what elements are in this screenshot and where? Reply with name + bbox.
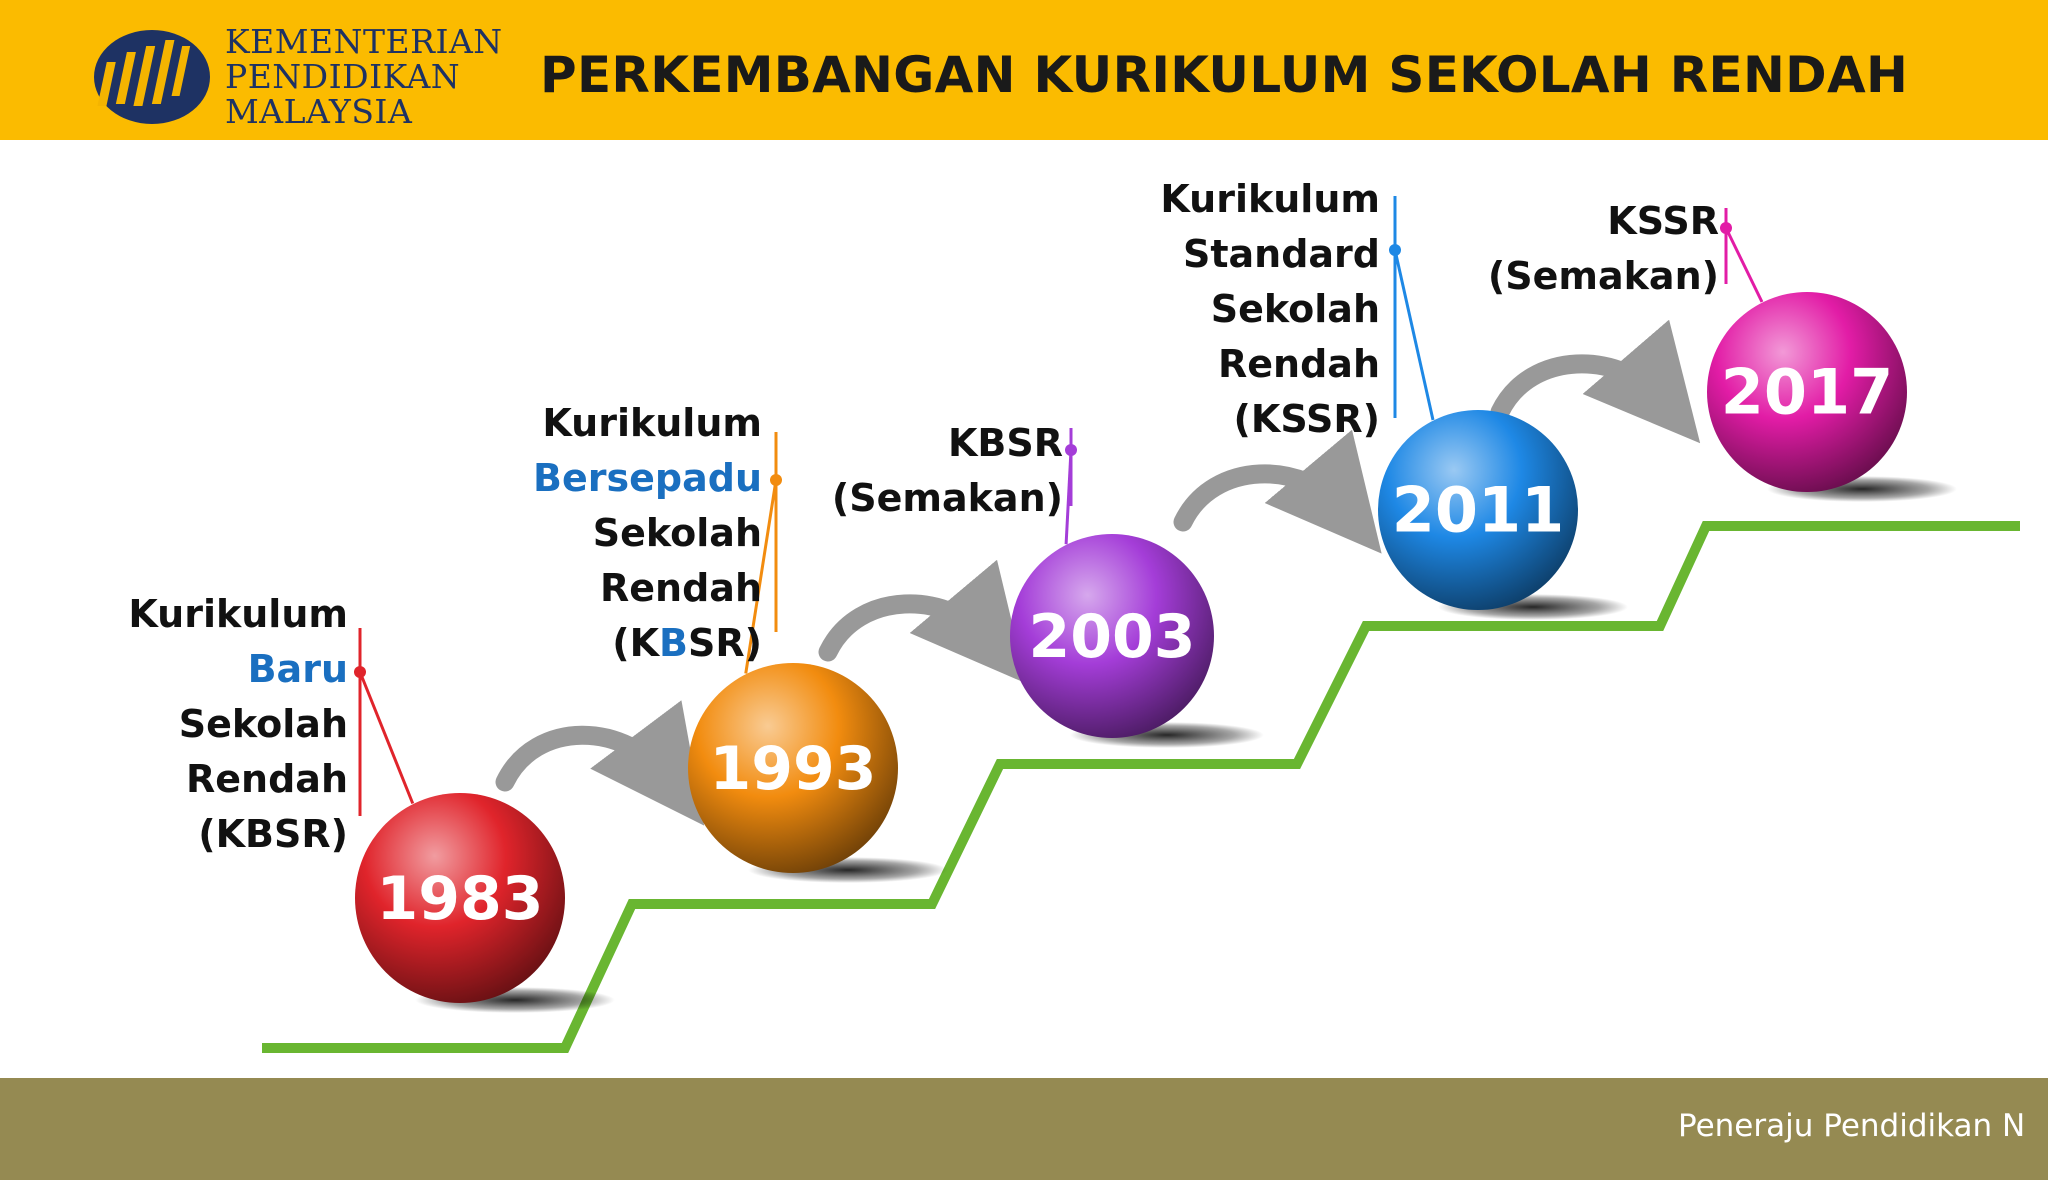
label-2011-line-3: Sekolah bbox=[1210, 287, 1380, 331]
logo-line-1: KEMENTERIAN bbox=[225, 22, 503, 61]
label-2011-line-1: Kurikulum bbox=[1160, 177, 1380, 221]
label-1993-abbr-close: SR) bbox=[688, 621, 762, 665]
label-2003: KBSR (Semakan) bbox=[832, 416, 1063, 526]
label-2017: KSSR (Semakan) bbox=[1488, 194, 1719, 304]
sphere-2017 bbox=[1707, 292, 1907, 492]
connector-line-1983 bbox=[358, 671, 415, 805]
arrow-2011-2017 bbox=[1490, 319, 1701, 444]
label-1993-line-2: Bersepadu bbox=[533, 456, 762, 500]
label-1993-abbr-highlight: B bbox=[659, 621, 688, 665]
year-2017: 2017 bbox=[1721, 356, 1894, 429]
year-1993: 1993 bbox=[710, 734, 877, 804]
label-1993-abbr-open: (K bbox=[612, 621, 660, 665]
sphere-2003 bbox=[1010, 534, 1214, 738]
connector-line-2003 bbox=[1064, 449, 1073, 545]
year-2003: 2003 bbox=[1029, 602, 1196, 672]
connector-dot-1983 bbox=[354, 666, 366, 678]
staircase-line bbox=[262, 521, 2020, 1053]
label-1993-line-3: Sekolah bbox=[592, 511, 762, 555]
year-1983: 1983 bbox=[377, 864, 544, 934]
logo-line-2: PENDIDIKAN bbox=[225, 57, 461, 96]
ministry-logo-icon bbox=[94, 30, 210, 124]
label-2011-line-2: Standard bbox=[1182, 232, 1380, 276]
connector-dot-1993 bbox=[770, 474, 782, 486]
label-2011-line-5: (KSSR) bbox=[1233, 397, 1380, 441]
label-1993-line-4: Rendah bbox=[600, 566, 762, 610]
label-1993: Kurikulum Bersepadu Sekolah Rendah (KBSR… bbox=[533, 396, 762, 671]
label-1993-line-1: Kurikulum bbox=[542, 401, 762, 445]
ministry-name: KEMENTERIAN PENDIDIKAN MALAYSIA bbox=[225, 24, 503, 129]
footer-tagline: Peneraju Pendidikan N bbox=[1678, 1108, 2026, 1144]
label-1983: Kurikulum Baru Sekolah Rendah (KBSR) bbox=[128, 587, 348, 862]
label-2017-line-1: KSSR bbox=[1607, 199, 1719, 243]
connector-dot-2017 bbox=[1720, 222, 1732, 234]
sphere-1993 bbox=[688, 663, 898, 873]
label-1993-line-5: (KBSR) bbox=[533, 616, 762, 671]
label-2011-line-4: Rendah bbox=[1218, 342, 1380, 386]
logo-line-3: MALAYSIA bbox=[225, 92, 413, 131]
label-1983-line-5: (KBSR) bbox=[198, 812, 348, 856]
arrow-1983-1993 bbox=[495, 700, 705, 826]
sphere-1983 bbox=[355, 793, 565, 1003]
label-2003-line-2: (Semakan) bbox=[831, 476, 1063, 520]
header-bar: KEMENTERIAN PENDIDIKAN MALAYSIA PERKEMBA… bbox=[0, 0, 2048, 140]
footer-bar: Peneraju Pendidikan N bbox=[0, 1078, 2048, 1180]
label-1983-line-1: Kurikulum bbox=[128, 592, 348, 636]
label-2017-line-2: (Semakan) bbox=[1487, 254, 1719, 298]
year-2011: 2011 bbox=[1392, 474, 1565, 547]
sphere-2011 bbox=[1378, 410, 1578, 610]
arrow-2003-2011 bbox=[1173, 429, 1382, 554]
page-title: PERKEMBANGAN KURIKULUM SEKOLAH RENDAH bbox=[540, 46, 1909, 104]
label-1983-line-3: Sekolah bbox=[178, 702, 348, 746]
label-1983-line-2: Baru bbox=[247, 647, 348, 691]
connector-line-2011 bbox=[1393, 249, 1435, 421]
connector-line-1993 bbox=[744, 479, 778, 674]
label-2003-line-1: KBSR bbox=[947, 421, 1063, 465]
connector-dot-2011 bbox=[1389, 244, 1401, 256]
label-1983-line-4: Rendah bbox=[186, 757, 348, 801]
label-2011: Kurikulum Standard Sekolah Rendah (KSSR) bbox=[1160, 172, 1380, 447]
connector-dot-2003 bbox=[1065, 444, 1077, 456]
arrow-1993-2003 bbox=[818, 559, 1027, 684]
connector-line-2017 bbox=[1724, 227, 1764, 303]
